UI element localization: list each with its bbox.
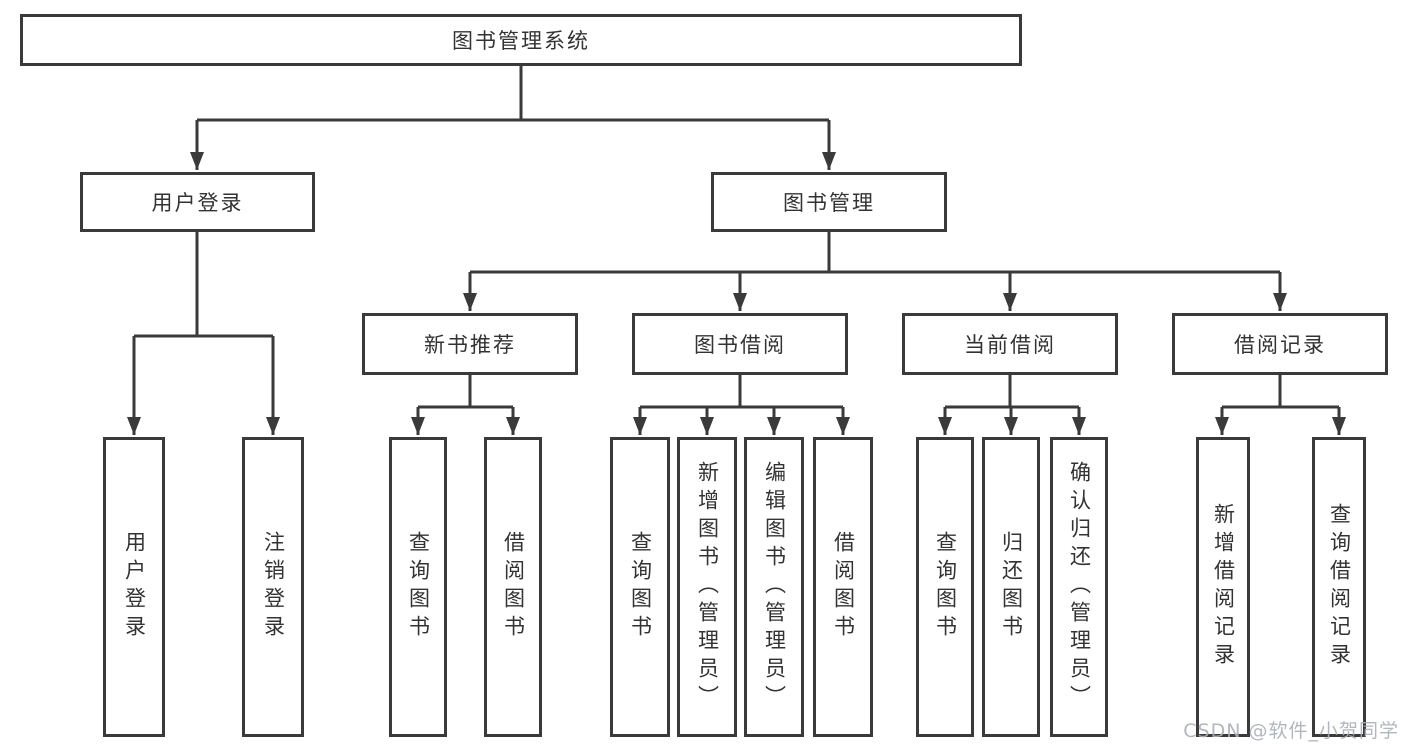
node-label: 注销登录 — [261, 531, 286, 643]
node-label: 查询图书 — [933, 531, 958, 643]
leaf-add-books-admin: 新增图书（管理员） — [677, 437, 737, 737]
node-label: 编辑图书（管理员） — [762, 461, 787, 713]
node-label: 图书管理 — [783, 191, 875, 215]
node-label: 查询图书 — [406, 531, 431, 643]
leaf-confirm-return-admin: 确认归还（管理员） — [1050, 437, 1108, 737]
leaf-logout: 注销登录 — [242, 437, 304, 737]
node-label: 图书借阅 — [694, 333, 786, 357]
leaf-add-borrow-record: 新增借阅记录 — [1196, 437, 1250, 737]
node-label: 查询借阅记录 — [1327, 503, 1352, 671]
node-label: 图书管理系统 — [452, 29, 590, 53]
node-label: 新增图书（管理员） — [695, 461, 720, 713]
node-label: 新书推荐 — [424, 333, 516, 357]
leaf-query-books-recommend: 查询图书 — [389, 437, 447, 737]
leaf-query-borrow-record: 查询借阅记录 — [1312, 437, 1366, 737]
node-new-book-recommend: 新书推荐 — [362, 313, 578, 375]
leaf-borrow-books: 借阅图书 — [813, 437, 873, 737]
leaf-user-login: 用户登录 — [103, 437, 165, 737]
leaf-query-books-current: 查询图书 — [916, 437, 974, 737]
node-label: 用户登录 — [122, 531, 147, 643]
node-label: 借阅图书 — [831, 531, 856, 643]
node-label: 用户登录 — [151, 191, 244, 215]
node-label: 查询图书 — [628, 531, 653, 643]
node-label: 归还图书 — [999, 531, 1024, 643]
node-label: 借阅图书 — [501, 531, 526, 643]
leaf-return-books: 归还图书 — [982, 437, 1040, 737]
node-label: 确认归还（管理员） — [1067, 461, 1092, 713]
csdn-watermark: CSDN @软件_小贺同学 — [1183, 720, 1399, 742]
node-label: 新增借阅记录 — [1211, 503, 1236, 671]
leaf-borrow-books-recommend: 借阅图书 — [484, 437, 542, 737]
leaf-query-books-borrow: 查询图书 — [610, 437, 670, 737]
node-current-borrowing: 当前借阅 — [902, 313, 1118, 375]
node-borrowing-records: 借阅记录 — [1172, 313, 1388, 375]
node-label: 当前借阅 — [964, 333, 1056, 357]
node-library-management-system: 图书管理系统 — [20, 14, 1022, 66]
leaf-edit-books-admin: 编辑图书（管理员） — [744, 437, 804, 737]
node-user-login: 用户登录 — [80, 172, 315, 232]
node-label: 借阅记录 — [1234, 333, 1326, 357]
node-book-management: 图书管理 — [711, 172, 947, 232]
node-book-borrowing: 图书借阅 — [632, 313, 848, 375]
